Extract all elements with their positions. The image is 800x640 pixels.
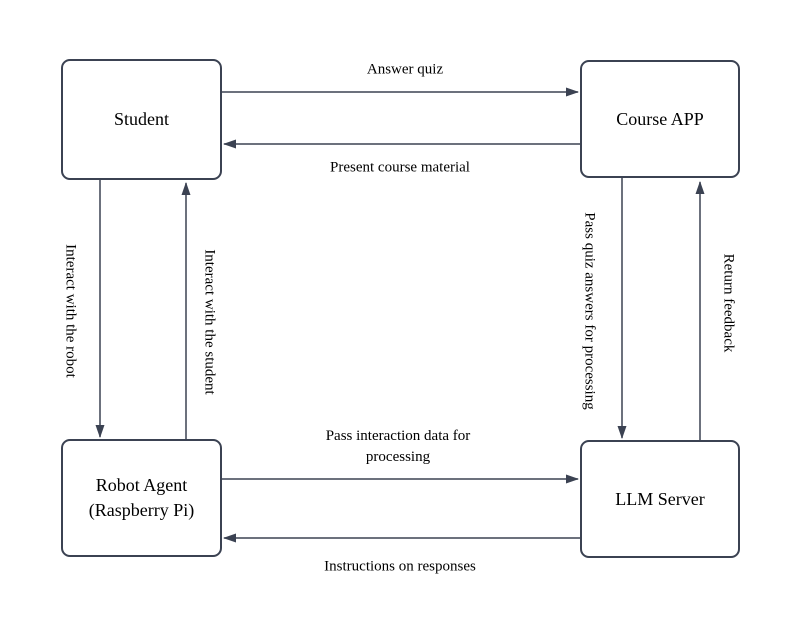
edge-label-interact-with-robot: Interact with the robot (62, 244, 79, 378)
node-student-label: Student (113, 109, 169, 129)
edge-label-pass-quiz-answers: Pass quiz answers for processing (581, 212, 598, 410)
edge-label-pass-interaction-data-line1: Pass interaction data for (325, 428, 471, 444)
node-course-app: Course APP (580, 60, 740, 178)
node-robot-agent-label-line2: (Raspberry Pi) (88, 500, 195, 520)
edge-label-interact-with-student: Interact with the student (201, 249, 218, 395)
edge-label-pass-interaction-data: Pass interaction data for processing (288, 426, 508, 468)
node-llm-server: LLM Server (580, 440, 740, 558)
edge-label-answer-quiz: Answer quiz (366, 61, 444, 78)
edge-label-return-feedback: Return feedback (720, 253, 737, 353)
edge-label-pass-interaction-data-line2: processing (365, 449, 431, 465)
node-student: Student (61, 59, 222, 180)
edge-label-instructions-on-responses: Instructions on responses (324, 558, 476, 575)
node-course-app-label: Course APP (616, 108, 704, 129)
node-robot-agent-label-line1: Robot Agent (95, 475, 188, 495)
edge-label-present-course-material: Present course material (330, 159, 470, 176)
node-robot-agent: Robot Agent (Raspberry Pi) (61, 439, 222, 557)
node-llm-server-label: LLM Server (615, 488, 705, 509)
